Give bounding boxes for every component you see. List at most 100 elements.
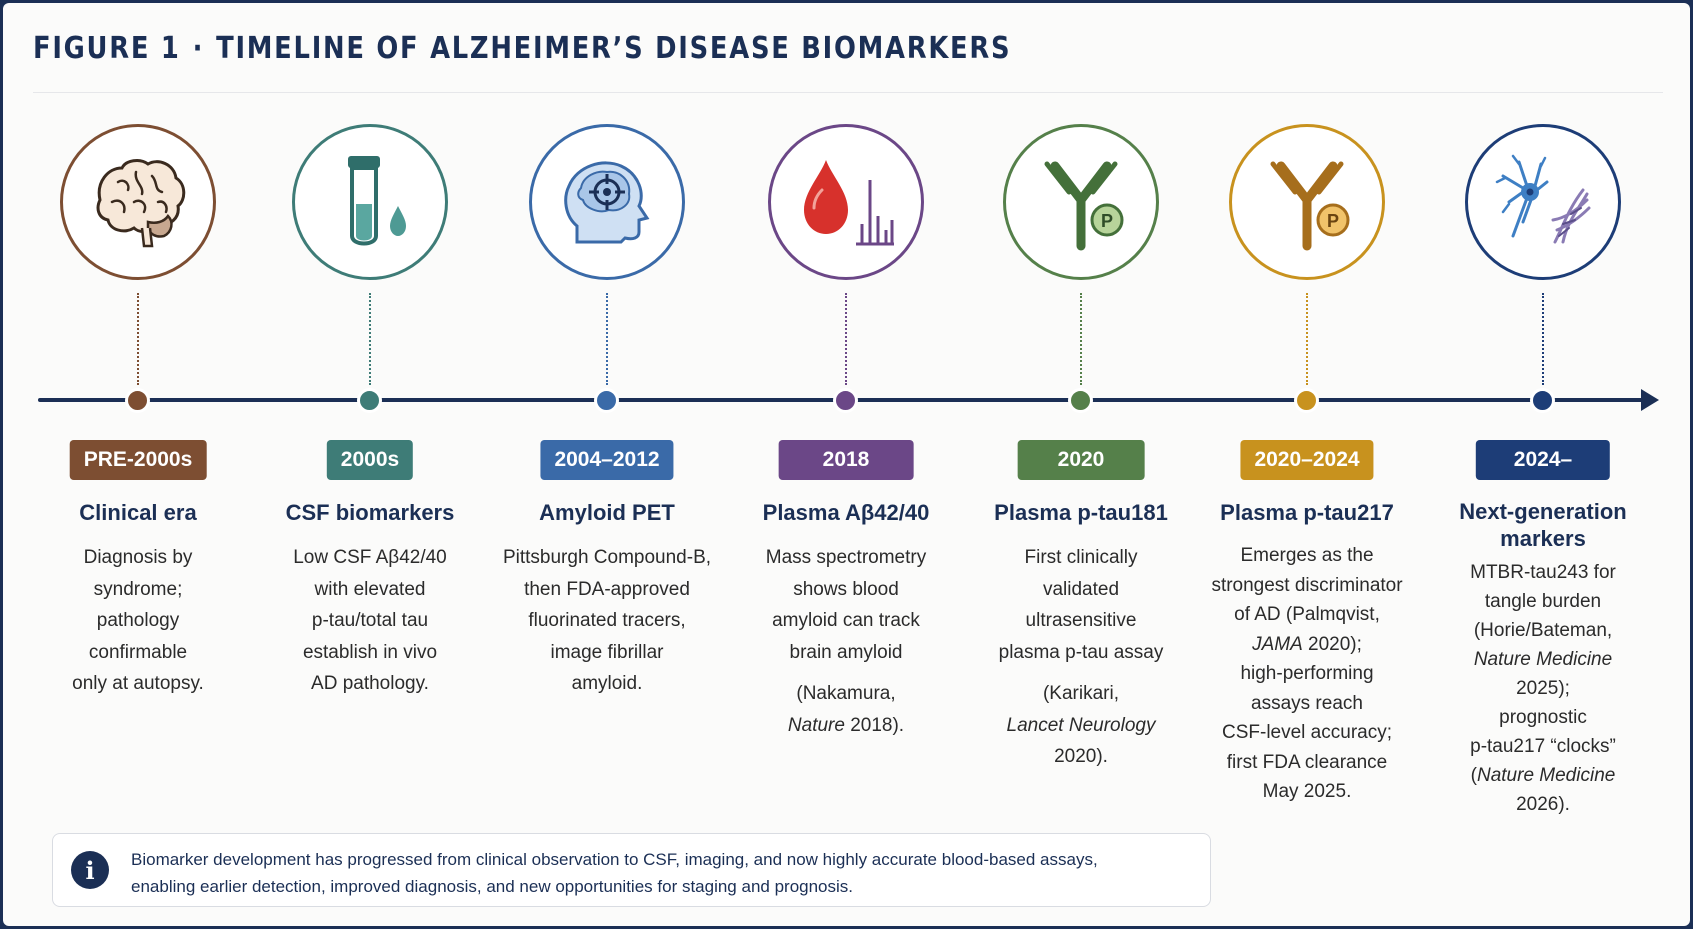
timeline-node <box>1068 388 1093 413</box>
timeline-node <box>594 388 619 413</box>
desc-line: shows blood <box>793 578 899 600</box>
timeline-node <box>357 388 382 413</box>
desc-line: May 2025. <box>1262 781 1352 802</box>
milestone-description: First clinically validated ultrasensitiv… <box>975 542 1187 773</box>
desc-line: Emerges as the <box>1240 545 1374 566</box>
desc-line: Pittsburgh Compound-B, <box>502 547 712 568</box>
desc-line: amyloid. <box>571 673 643 694</box>
journal-name: JAMA <box>1252 633 1303 655</box>
desc-line: plasma p-tau assay <box>998 641 1164 663</box>
milestone-description: Diagnosis by syndrome; pathology confirm… <box>32 542 244 700</box>
citation-year: 2020); <box>1302 633 1362 655</box>
connector-line <box>1306 293 1308 385</box>
desc-line: Nature Medicine <box>1437 645 1649 674</box>
milestone-title: Amyloid PET <box>539 500 675 525</box>
timeline-node <box>1530 388 1555 413</box>
desc-line: with elevated <box>314 578 426 600</box>
antibody-green-icon: P <box>1003 124 1159 280</box>
desc-line: syndrome; <box>93 578 183 600</box>
desc-line: p-tau217 “clocks” <box>1470 736 1616 757</box>
summary-text: Biomarker development has progressed fro… <box>131 846 1191 900</box>
milestone-description: MTBR-tau243 for tangle burden (Horie/Bat… <box>1437 558 1649 819</box>
desc-line: high-performing <box>1240 663 1374 684</box>
desc-line: pathology <box>96 610 180 631</box>
milestone-description: Emerges as the strongest discriminator o… <box>1201 541 1413 807</box>
milestone-title: CSF biomarkers <box>285 500 455 525</box>
citation: (Karikari, Lancet Neurology 2020). <box>975 678 1187 773</box>
brain-icon <box>60 124 216 280</box>
desc-line: prognostic <box>1499 707 1587 728</box>
milestone-ptau217: P 2020–2024 Plasma p-tau217 Emerges as t… <box>1201 3 1413 903</box>
milestone-title: Clinical era <box>79 500 197 525</box>
desc-line: image fibrillar <box>550 641 664 663</box>
connector-line <box>1080 293 1082 385</box>
journal-name: Nature <box>787 714 845 736</box>
desc-line: establish in vivo <box>302 641 438 663</box>
figure-title-text: TIMELINE OF ALZHEIMER’S DISEASE BIOMARKE… <box>216 31 1012 66</box>
citation-year: 2020). <box>1054 746 1108 767</box>
figure-title: FIGURE 1 · TIMELINE OF ALZHEIMER’S DISEASE… <box>33 31 1011 66</box>
desc-line: First clinically <box>1024 547 1138 568</box>
connector-line <box>606 293 608 385</box>
desc-line: amyloid can track <box>772 610 920 631</box>
desc-line: CSF-level accuracy; <box>1222 722 1392 743</box>
era-badge: 2020–2024 <box>1240 440 1374 480</box>
timeline-node <box>125 388 150 413</box>
paren: ( <box>1470 765 1477 786</box>
era-badge: 2018 <box>778 440 914 480</box>
desc-line: strongest discriminator <box>1211 574 1403 596</box>
desc-line: assays reach <box>1251 692 1363 714</box>
desc-line: Mass spectrometry <box>765 547 927 568</box>
connector-line <box>369 293 371 385</box>
era-badge: 2020 <box>1017 440 1145 480</box>
neuron-tangle-icon <box>1465 124 1621 280</box>
citation-journal: Lancet Neurology <box>975 710 1187 742</box>
citation-source: Nature 2018). <box>740 710 952 742</box>
milestone-ptau181: P 2020 Plasma p-tau181 First clinically … <box>975 3 1187 903</box>
era-badge: 2000s <box>326 440 414 480</box>
desc-line: validated <box>1042 578 1120 600</box>
title-divider <box>33 92 1663 93</box>
citation-year: 2018). <box>844 714 905 736</box>
blood-drop-icon <box>768 124 924 280</box>
desc-line: of AD (Palmqvist, <box>1234 604 1380 625</box>
desc-line: then FDA-approved <box>524 578 690 600</box>
desc-line: p-tau/total tau <box>311 610 429 631</box>
title-line: Next-generation <box>1459 499 1627 524</box>
desc-line: fluorinated tracers, <box>528 610 686 631</box>
journal-name: Nature Medicine <box>1473 649 1613 670</box>
milestone-2000s: 2000s CSF biomarkers Low CSF Aβ42/40 wit… <box>264 3 476 903</box>
desc-line: only at autopsy. <box>72 673 204 694</box>
desc-line: AD pathology. <box>311 673 429 694</box>
milestone-next-generation: 2024– Next-generation markers MTBR-tau24… <box>1437 3 1649 903</box>
title-separator: · <box>192 31 205 66</box>
test-tube-icon <box>292 124 448 280</box>
connector-line <box>137 293 139 385</box>
desc-line: (Nature Medicine <box>1437 761 1649 790</box>
milestone-title: Next-generation markers <box>1437 498 1649 552</box>
summary-line: enabling earlier detection, improved dia… <box>131 877 854 896</box>
timeline-arrowhead <box>1641 389 1659 411</box>
milestone-description: Pittsburgh Compound-B, then FDA-approved… <box>501 542 713 700</box>
figure-label: FIGURE 1 <box>33 31 181 66</box>
desc-line: 2025); <box>1516 678 1570 699</box>
desc-line: MTBR-tau243 for <box>1470 562 1616 583</box>
svg-text:P: P <box>1101 211 1113 231</box>
milestone-title: Plasma p-tau181 <box>994 500 1168 525</box>
desc-line: JAMA 2020); <box>1201 630 1413 660</box>
journal-name: Nature Medicine <box>1476 765 1616 786</box>
journal-name: Lancet Neurology <box>1006 714 1156 736</box>
desc-line: first FDA clearance <box>1226 751 1388 773</box>
era-badge: 2024– <box>1475 440 1611 480</box>
desc-line: tangle burden <box>1484 591 1602 612</box>
milestone-description: Mass spectrometry shows blood amyloid ca… <box>740 542 952 741</box>
head-target-icon <box>529 124 685 280</box>
milestone-plasma-abeta: 2018 Plasma Aβ42/40 Mass spectrometry sh… <box>740 3 952 903</box>
desc-line: Low CSF Aβ42/40 <box>293 547 447 568</box>
desc-line: ultrasensitive <box>1025 610 1137 631</box>
milestone-description: Low CSF Aβ42/40 with elevated p-tau/tota… <box>264 542 476 700</box>
timeline-node <box>833 388 858 413</box>
citation-author: (Nakamura, <box>796 683 896 704</box>
citation-author: (Karikari, <box>1042 683 1119 704</box>
milestone-title: Plasma p-tau217 <box>1220 500 1394 525</box>
